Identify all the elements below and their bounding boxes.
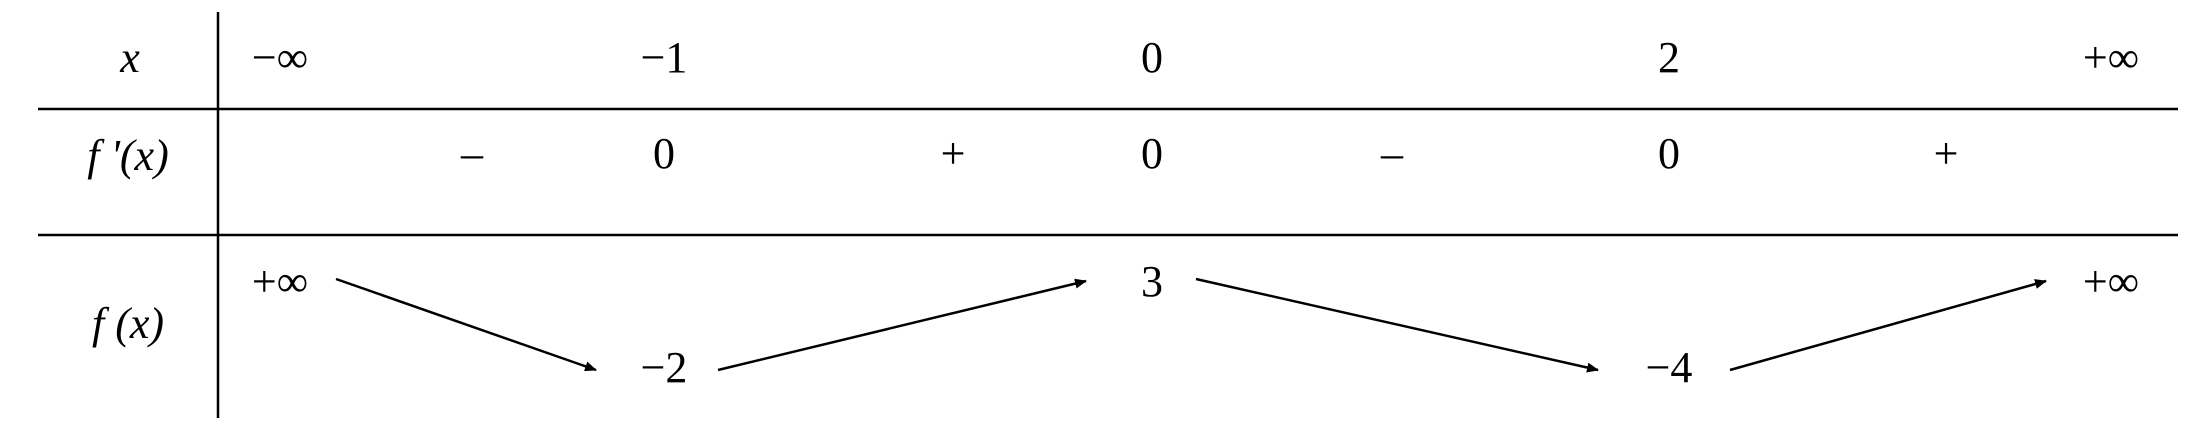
derivative-zero: 0 bbox=[653, 129, 675, 178]
x-value: −∞ bbox=[252, 33, 308, 82]
function-value: +∞ bbox=[252, 257, 308, 306]
derivative-zero: 0 bbox=[1658, 129, 1680, 178]
derivative-zero: 0 bbox=[1141, 129, 1163, 178]
row-label-function: f (x) bbox=[92, 299, 164, 348]
derivative-sign: – bbox=[1380, 129, 1404, 178]
function-value: 3 bbox=[1141, 257, 1163, 306]
function-value: −4 bbox=[1646, 343, 1693, 392]
derivative-sign: + bbox=[1934, 129, 1959, 178]
decreasing-arrow bbox=[1195, 277, 1599, 373]
increasing-arrow bbox=[1729, 279, 2047, 372]
function-value: −2 bbox=[641, 343, 688, 392]
function-value: +∞ bbox=[2083, 257, 2139, 306]
increasing-arrow bbox=[717, 278, 1087, 372]
x-value: +∞ bbox=[2083, 33, 2139, 82]
x-value: −1 bbox=[641, 33, 688, 82]
derivative-sign: – bbox=[460, 129, 484, 178]
decreasing-arrow bbox=[335, 277, 597, 372]
derivative-sign: + bbox=[941, 129, 966, 178]
x-value: 0 bbox=[1141, 33, 1163, 82]
row-label-x: x bbox=[119, 33, 140, 82]
x-value: 2 bbox=[1658, 33, 1680, 82]
row-label-derivative: f '(x) bbox=[87, 131, 168, 180]
